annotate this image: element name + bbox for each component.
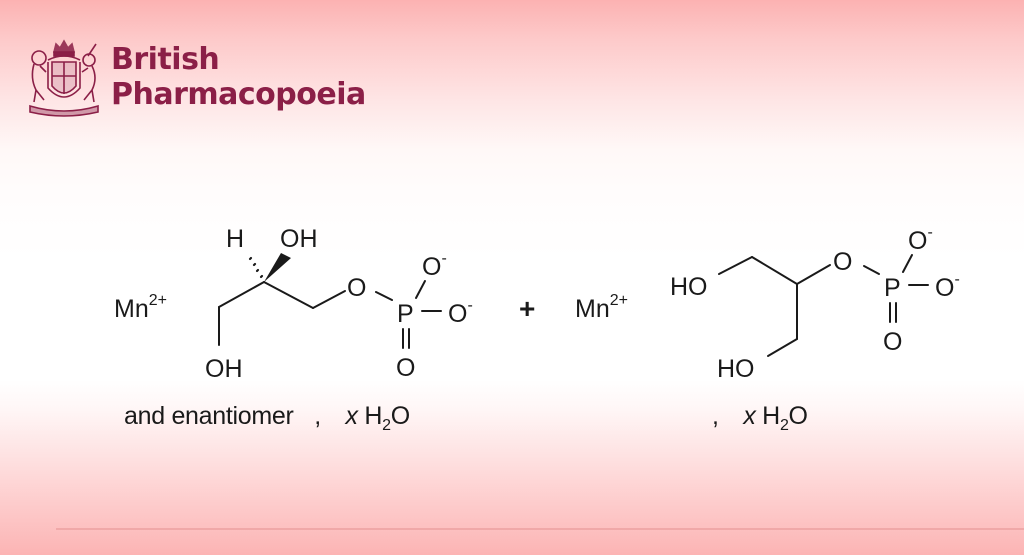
- bond: [796, 264, 831, 285]
- solid-wedge-bond: [264, 253, 291, 282]
- plus-sign: +: [519, 293, 535, 324]
- ester-o-label: O: [833, 248, 852, 276]
- oh-bottom-label: OH: [205, 355, 243, 383]
- brand-line-2: Pharmacopoeia: [111, 77, 366, 112]
- bond: [375, 291, 393, 301]
- o-minus-top-label: O-: [908, 224, 933, 255]
- hydrate-formula: x H2O: [743, 402, 808, 434]
- ho-top-label: HO: [670, 273, 708, 301]
- bond: [718, 256, 753, 275]
- right-cation: Mn2+: [575, 292, 628, 323]
- h-label: H: [226, 225, 244, 253]
- brand-name: British Pharmacopoeia: [111, 42, 366, 112]
- o-double-label: O: [396, 354, 415, 382]
- left-cation: Mn2+: [114, 292, 167, 323]
- footer-divider: [56, 528, 1024, 530]
- hydrate-formula: x H2O: [345, 402, 411, 434]
- bond: [415, 280, 426, 299]
- bond: [263, 281, 314, 309]
- o-minus-top-label: O-: [422, 250, 447, 281]
- bond: [767, 338, 798, 357]
- ester-o-label: O: [347, 274, 366, 302]
- right-caption: , x H2O: [712, 402, 808, 434]
- british-pharmacopoeia-logo: British Pharmacopoeia: [26, 38, 366, 118]
- ho-bottom-label: HO: [717, 355, 755, 383]
- o-double-label: O: [883, 328, 902, 356]
- hashed-wedge-bond: [248, 256, 264, 279]
- bond: [863, 265, 880, 275]
- oh-top-label: OH: [280, 225, 318, 253]
- enantiomer-note: and enantiomer: [124, 402, 294, 430]
- phosphorus-label: P: [397, 300, 414, 328]
- phosphorus-label: P: [884, 274, 901, 302]
- left-caption: and enantiomer , x H2O: [124, 402, 411, 434]
- bond: [902, 254, 913, 273]
- bond: [312, 290, 346, 309]
- bond: [218, 281, 265, 308]
- royal-coat-of-arms-icon: [29, 39, 99, 117]
- o-minus-right-label: O-: [448, 297, 473, 328]
- brand-line-1: British: [111, 42, 220, 77]
- o-minus-right-label: O-: [935, 271, 960, 302]
- bond: [751, 256, 798, 285]
